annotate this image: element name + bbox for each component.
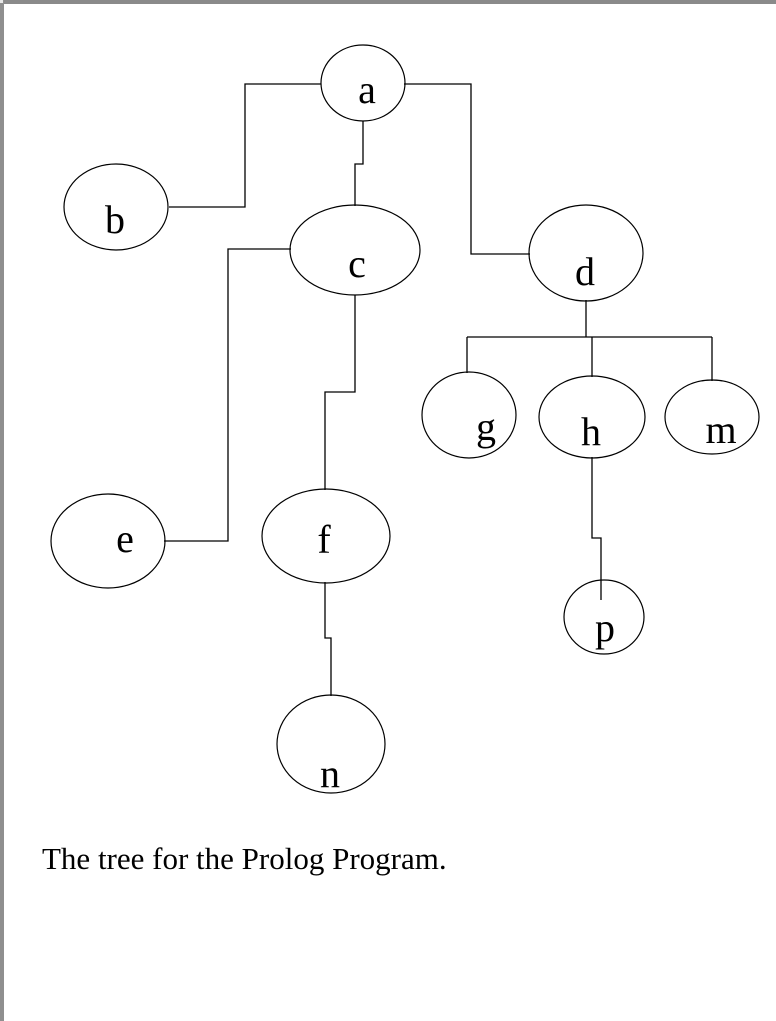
node-g-label: g xyxy=(476,404,496,449)
edge-a-b xyxy=(169,83,321,208)
node-h-ellipse xyxy=(538,375,646,459)
node-m-label: m xyxy=(705,407,736,452)
node-f-ellipse xyxy=(261,488,391,584)
node-n-ellipse xyxy=(276,694,386,794)
diagram-caption: The tree for the Prolog Program. xyxy=(42,841,447,876)
edge-h-p xyxy=(591,457,602,600)
node-g-ellipse xyxy=(421,371,517,459)
scan-border-left xyxy=(0,0,4,1021)
edge-c-e xyxy=(164,248,291,542)
scan-border-top xyxy=(0,0,776,4)
node-p-label: p xyxy=(595,605,615,650)
node-p-ellipse xyxy=(563,579,645,655)
node-f-label: f xyxy=(317,517,331,562)
node-b-ellipse xyxy=(63,163,169,251)
node-b-label: b xyxy=(105,197,125,242)
node-h-label: h xyxy=(581,409,601,454)
node-d-label: d xyxy=(575,249,595,294)
node-c-label: c xyxy=(348,241,366,286)
node-c-ellipse xyxy=(289,204,421,296)
node-e-ellipse xyxy=(50,493,166,589)
edge-a-d xyxy=(404,83,530,255)
node-d-ellipse xyxy=(528,204,644,302)
edge-c-f xyxy=(324,295,356,490)
node-n-label: n xyxy=(320,751,340,796)
node-a-ellipse xyxy=(320,44,406,122)
node-e-label: e xyxy=(116,516,134,561)
node-m-ellipse xyxy=(664,379,760,455)
edge-a-c xyxy=(354,121,364,206)
scan-border-corner xyxy=(0,0,3,3)
edge-f-n xyxy=(324,582,332,696)
node-a-label: a xyxy=(358,67,376,112)
